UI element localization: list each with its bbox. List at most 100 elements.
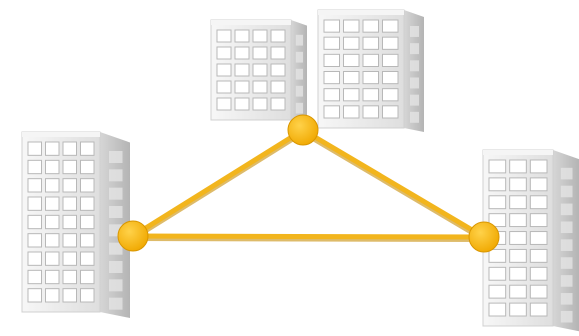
- building-window: [488, 159, 507, 174]
- building-side-window: [410, 60, 419, 72]
- building-window: [270, 97, 286, 111]
- building-window: [80, 159, 95, 175]
- building-window: [382, 71, 399, 85]
- building-window: [488, 177, 507, 192]
- buildings: [21, 9, 579, 332]
- connection-line: [130, 233, 487, 240]
- building-window: [27, 159, 42, 175]
- building-window: [62, 251, 77, 266]
- building-window: [382, 53, 399, 67]
- building-window: [529, 248, 548, 263]
- building-side-window: [560, 257, 573, 269]
- building-window: [382, 105, 399, 119]
- office-building-icon: [317, 9, 424, 132]
- building-window: [234, 29, 250, 43]
- building-window: [216, 29, 232, 43]
- building-window: [488, 302, 507, 317]
- building-roof: [22, 132, 100, 137]
- building-window: [80, 251, 95, 266]
- building-window: [323, 36, 340, 50]
- building-side-window: [295, 34, 303, 46]
- building-window: [252, 80, 268, 94]
- building-window: [62, 196, 77, 211]
- building-window: [62, 214, 77, 230]
- building-window: [62, 141, 77, 156]
- building-window: [323, 88, 340, 102]
- building-window: [27, 214, 42, 230]
- building-window: [509, 195, 527, 210]
- building-side-window: [295, 85, 303, 97]
- building-window: [216, 46, 232, 60]
- building-window: [45, 159, 60, 175]
- building-window: [509, 248, 527, 263]
- building-window: [343, 88, 360, 102]
- building-window: [509, 231, 527, 245]
- building-side-window: [109, 261, 123, 273]
- building-side-window: [410, 94, 419, 106]
- building-side-window: [560, 203, 573, 216]
- building-window: [343, 53, 360, 67]
- building-window: [234, 46, 250, 60]
- building-window: [270, 46, 286, 60]
- node-top-dot: [287, 114, 319, 146]
- nodes: [117, 114, 500, 253]
- building-window: [27, 269, 42, 285]
- building-window: [45, 196, 60, 211]
- building-window: [234, 80, 250, 94]
- building-side-window: [295, 68, 303, 80]
- building-window: [323, 105, 340, 119]
- building-window: [252, 29, 268, 43]
- building-window: [216, 80, 232, 94]
- building-window: [488, 284, 507, 299]
- building-side-window: [410, 26, 419, 37]
- building-window: [488, 195, 507, 210]
- office-building-icon: [21, 131, 130, 318]
- building-window: [509, 266, 527, 281]
- building-side-window: [410, 77, 419, 89]
- building-roof: [211, 20, 291, 25]
- building-window: [509, 302, 527, 317]
- building-side-window: [560, 221, 573, 234]
- building-window: [80, 141, 95, 156]
- building-window: [62, 288, 77, 303]
- building-window: [80, 233, 95, 248]
- building-window: [27, 233, 42, 248]
- building-side-window: [410, 43, 419, 55]
- building-window: [488, 266, 507, 281]
- building-side-window: [560, 239, 573, 251]
- building-window: [323, 19, 340, 33]
- building-window: [45, 269, 60, 285]
- office-building-icon: [210, 19, 307, 124]
- building-window: [45, 251, 60, 266]
- building-window: [509, 177, 527, 192]
- building-window: [488, 248, 507, 263]
- building-window: [343, 105, 360, 119]
- building-side-window: [109, 297, 123, 310]
- building-side-window: [410, 111, 419, 123]
- building-window: [27, 141, 42, 156]
- building-window: [529, 177, 548, 192]
- connections: [130, 127, 487, 242]
- building-window: [529, 266, 548, 281]
- building-window: [252, 97, 268, 111]
- building-window: [382, 36, 399, 50]
- connection-line: [300, 127, 487, 240]
- building-window: [362, 71, 379, 85]
- office-building-icon: [482, 149, 579, 332]
- building-side-window: [109, 169, 123, 182]
- building-window: [343, 71, 360, 85]
- building-window: [343, 36, 360, 50]
- building-window: [529, 159, 548, 174]
- building-window: [27, 251, 42, 266]
- building-window: [80, 214, 95, 230]
- building-window: [509, 284, 527, 299]
- building-window: [80, 269, 95, 285]
- building-window: [362, 36, 379, 50]
- building-roof: [318, 10, 404, 15]
- building-side-window: [295, 102, 303, 114]
- building-window: [362, 53, 379, 67]
- building-window: [382, 88, 399, 102]
- building-window: [252, 63, 268, 77]
- building-window: [529, 213, 548, 228]
